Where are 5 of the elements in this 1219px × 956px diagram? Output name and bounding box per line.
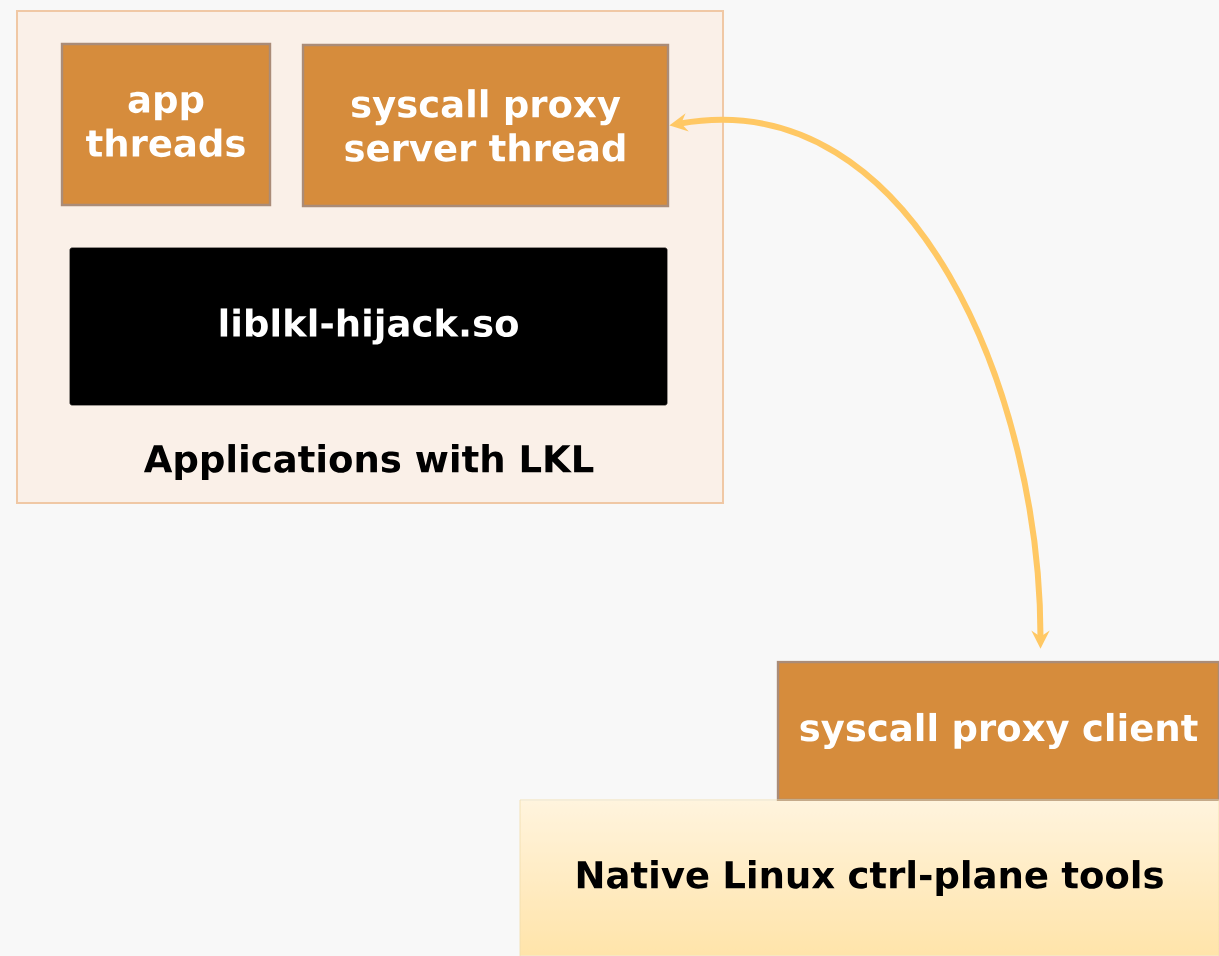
- thread-box: syscall proxy server thread: [301, 43, 670, 208]
- library-box: liblkl-hijack.so: [69, 247, 668, 406]
- thread-box: app threads: [60, 42, 272, 207]
- thread-box: syscall proxy client: [776, 660, 1219, 802]
- tools-box: Native Linux ctrl-plane tools: [519, 799, 1219, 956]
